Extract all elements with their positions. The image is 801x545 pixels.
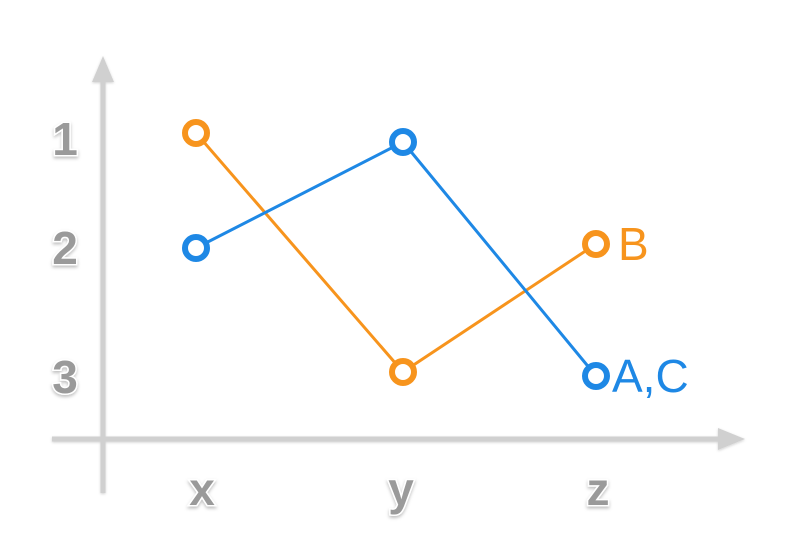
- series-line-b: [194, 132, 597, 374]
- y-tick-label-2: 2: [52, 222, 78, 274]
- data-point-b-y: [389, 358, 417, 386]
- axes: [52, 56, 745, 493]
- data-point-a-c-z: [582, 362, 610, 390]
- data-point-a-c-y: [389, 128, 417, 156]
- data-point-b-x: [182, 119, 210, 147]
- y-axis-arrow: [92, 56, 114, 82]
- data-point-b-z: [582, 230, 610, 258]
- series-line-a-c: [195, 140, 598, 377]
- y-tick-labels: 1 2 3: [51, 112, 80, 405]
- series-label-a-c: A,C: [612, 350, 689, 402]
- y-tick-label-3: 3: [52, 351, 78, 403]
- series-layer: B A,C: [182, 119, 689, 402]
- x-tick-label-x: x: [189, 463, 215, 515]
- series-label-b: B: [618, 218, 649, 270]
- x-axis-arrow: [718, 428, 745, 450]
- y-tick-label-1: 1: [52, 113, 78, 165]
- x-tick-label-y: y: [388, 463, 414, 515]
- data-point-a-c-x: [182, 234, 210, 262]
- x-tick-labels: x y z: [188, 462, 611, 517]
- x-tick-label-z: z: [587, 463, 610, 515]
